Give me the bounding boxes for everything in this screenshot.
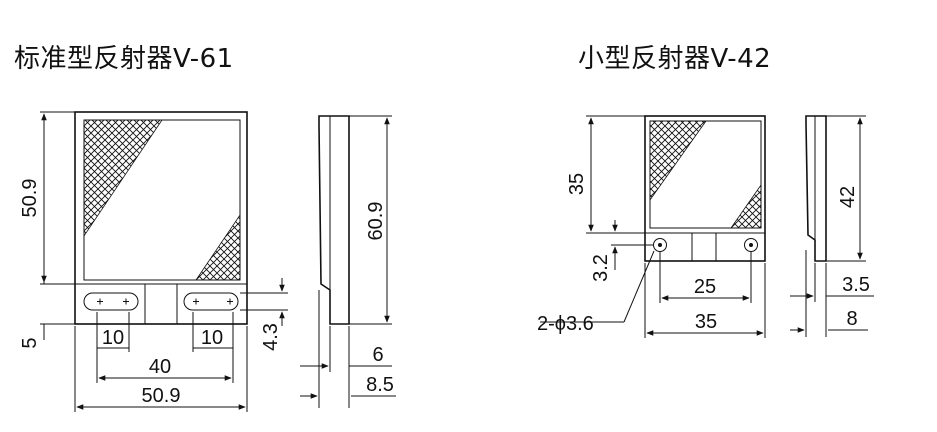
v61-side-dimensions: 60.9 6 8.5 (300, 115, 396, 408)
v42-dim-hole-offset: 3.2 (590, 254, 612, 282)
v42-dim-upper-height: 35 (566, 173, 588, 195)
v61-hatch-bottom-right (195, 213, 241, 281)
v42-hatch-bottom-right (730, 183, 762, 229)
v61-slot-right (183, 292, 239, 311)
v61-dim-slot-right: 10 (201, 327, 223, 349)
v61-dimensions: 50.9 5 10 10 40 50.9 4.3 (19, 111, 288, 412)
v61-dim-bottom-strip: 5 (19, 337, 41, 348)
v61-dim-hole-pitch: 40 (149, 356, 171, 378)
v61-slot-left (83, 292, 139, 311)
v61-outline (74, 111, 248, 325)
v61-side-view (318, 115, 350, 325)
v42-outline (644, 115, 766, 262)
v42-mount-hole-right (744, 238, 758, 252)
v42-front-view (644, 115, 766, 262)
v61-dim-side-total: 8.5 (366, 374, 394, 396)
v42-dim-side-total: 8 (846, 308, 857, 330)
v42-side-dimensions: 42 3.5 8 (790, 115, 874, 337)
v42-hatch-top-left (649, 120, 707, 202)
v61-dim-height: 50.9 (19, 179, 41, 218)
v61-dim-side-height: 60.9 (365, 202, 387, 241)
v61-dim-slot-left: 10 (102, 327, 124, 349)
v42-dim-side-front: 3.5 (842, 274, 870, 296)
v42-hole-leader (623, 250, 655, 323)
v42-dim-side-height: 42 (837, 186, 859, 208)
v61-dim-slot-height: 4.3 (260, 323, 282, 351)
v42-side-view (805, 115, 827, 262)
v42-dimensions: 35 3.2 25 35 2-ϕ3.6 (537, 115, 766, 338)
v42-mount-hole-left (653, 238, 667, 252)
v61-dim-width: 50.9 (142, 385, 181, 407)
title-small-reflector: 小型反射器V-42 (578, 44, 772, 74)
v61-hatch-top-left (83, 119, 163, 238)
v42-dim-width: 35 (695, 311, 717, 333)
v42-dim-hole-pitch: 25 (694, 276, 716, 298)
v42-hole-spec: 2-ϕ3.6 (537, 313, 594, 335)
v61-dim-side-front: 6 (372, 344, 383, 366)
title-standard-reflector: 标准型反射器V-61 (14, 44, 234, 74)
v61-front-view (74, 111, 248, 325)
